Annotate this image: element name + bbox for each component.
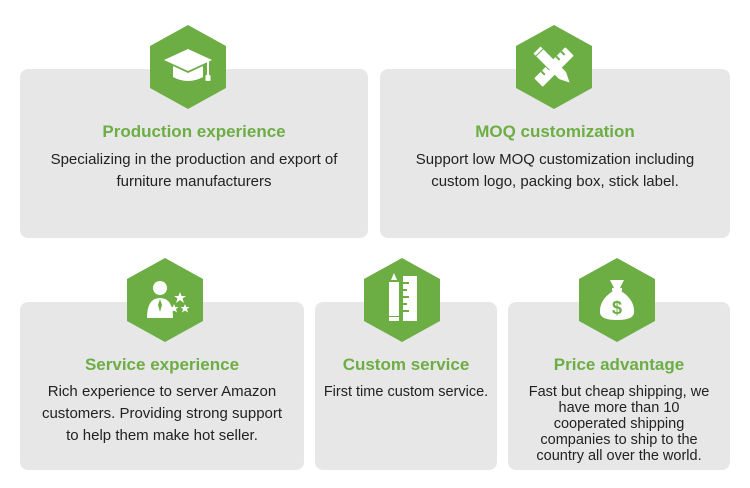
- feature-title: Price advantage: [553, 355, 685, 374]
- hexagon-badge: [364, 258, 440, 342]
- description-line: Fast but cheap shipping, we: [528, 384, 710, 400]
- description-line: Specializing in the production and expor…: [50, 151, 338, 168]
- hexagon-badge: [150, 25, 226, 109]
- graduation-cap-icon: [164, 49, 212, 81]
- description-line: Support low MOQ customization including: [415, 151, 695, 168]
- feature-description: Specializing in the production and expor…: [20, 149, 368, 193]
- svg-text:$: $: [612, 298, 622, 318]
- description-line: to help them make hot seller.: [66, 427, 258, 444]
- money-bag-icon: $: [599, 280, 635, 320]
- description-line: customers. Providing strong support: [41, 405, 283, 422]
- description-line: country all over the world.: [536, 448, 702, 464]
- feature-title: MOQ customization: [475, 122, 635, 141]
- feature-description: Support low MOQ customization including …: [380, 149, 730, 193]
- feature-title: Custom service: [342, 355, 470, 374]
- description-line: custom logo, packing box, stick label.: [431, 173, 679, 190]
- feature-title: Production experience: [102, 122, 286, 141]
- hexagon-badge: [516, 25, 592, 109]
- description-line: cooperated shipping: [553, 416, 685, 432]
- feature-description: First time custom service.: [315, 381, 497, 403]
- hexagon-badge: [127, 258, 203, 342]
- feature-title: Service experience: [84, 355, 240, 374]
- description-line: First time custom service.: [323, 384, 489, 400]
- feature-description: Fast but cheap shipping, we have more th…: [508, 384, 730, 464]
- description-line: have more than 10: [558, 400, 680, 416]
- feature-description: Rich experience to server Amazon custome…: [20, 381, 304, 447]
- description-line: furniture manufacturers: [116, 173, 272, 190]
- person-stars-icon: [147, 281, 190, 318]
- pencil-ruler-vertical-icon: [389, 273, 417, 321]
- description-line: companies to ship to the: [540, 432, 698, 448]
- hexagon-badge: $: [579, 258, 655, 342]
- pencil-ruler-icon: [533, 46, 574, 87]
- description-line: Rich experience to server Amazon: [47, 383, 277, 400]
